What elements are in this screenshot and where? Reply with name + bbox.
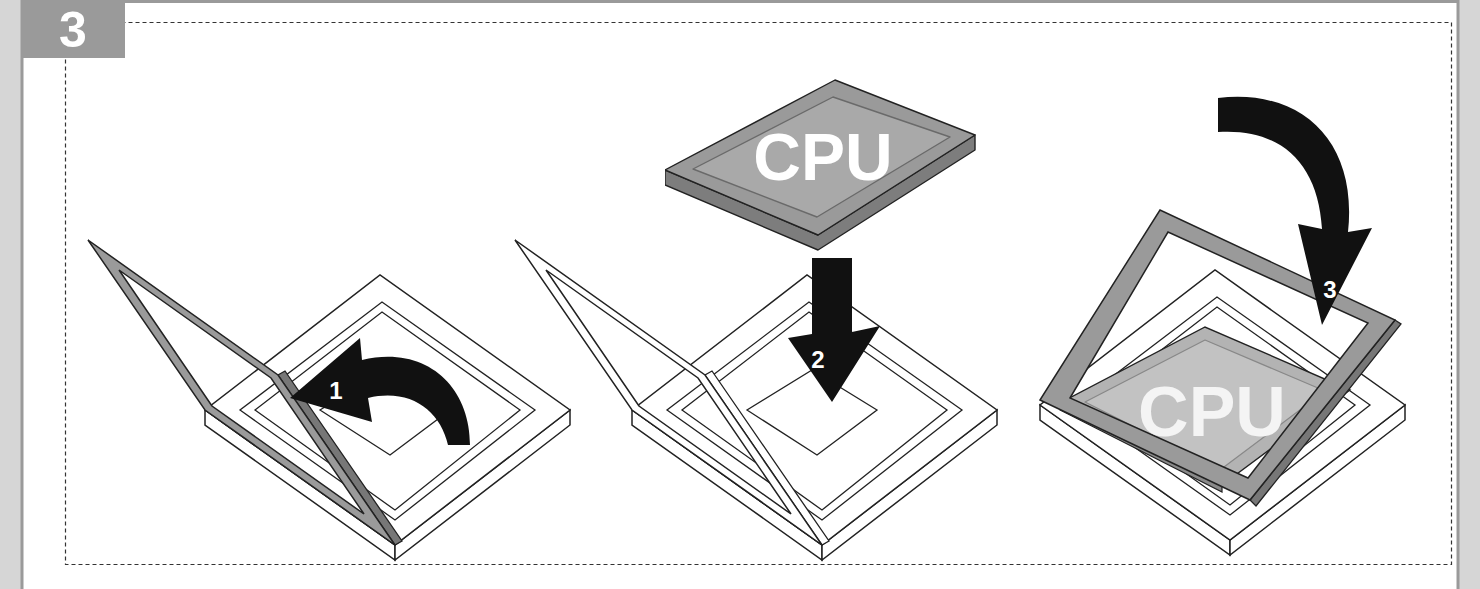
cpu-chip: CPU	[1120, 372, 1300, 452]
arrow-1	[290, 338, 470, 445]
callout-number: 3	[1323, 278, 1336, 302]
socket-open	[88, 240, 570, 560]
arrow-3	[1218, 97, 1372, 325]
callout-number: 2	[811, 348, 824, 372]
dashed-border	[66, 23, 1452, 565]
step-badge: 3	[22, 0, 125, 58]
cpu-chip: CPU	[665, 75, 980, 260]
chip-label: CPU	[753, 124, 892, 190]
panel-frame	[22, 2, 1458, 589]
chip-label: CPU	[1138, 377, 1286, 447]
arrow-2	[788, 258, 880, 402]
step-number: 3	[59, 5, 87, 55]
callout-number: 1	[329, 379, 342, 403]
socket-open	[515, 240, 997, 560]
